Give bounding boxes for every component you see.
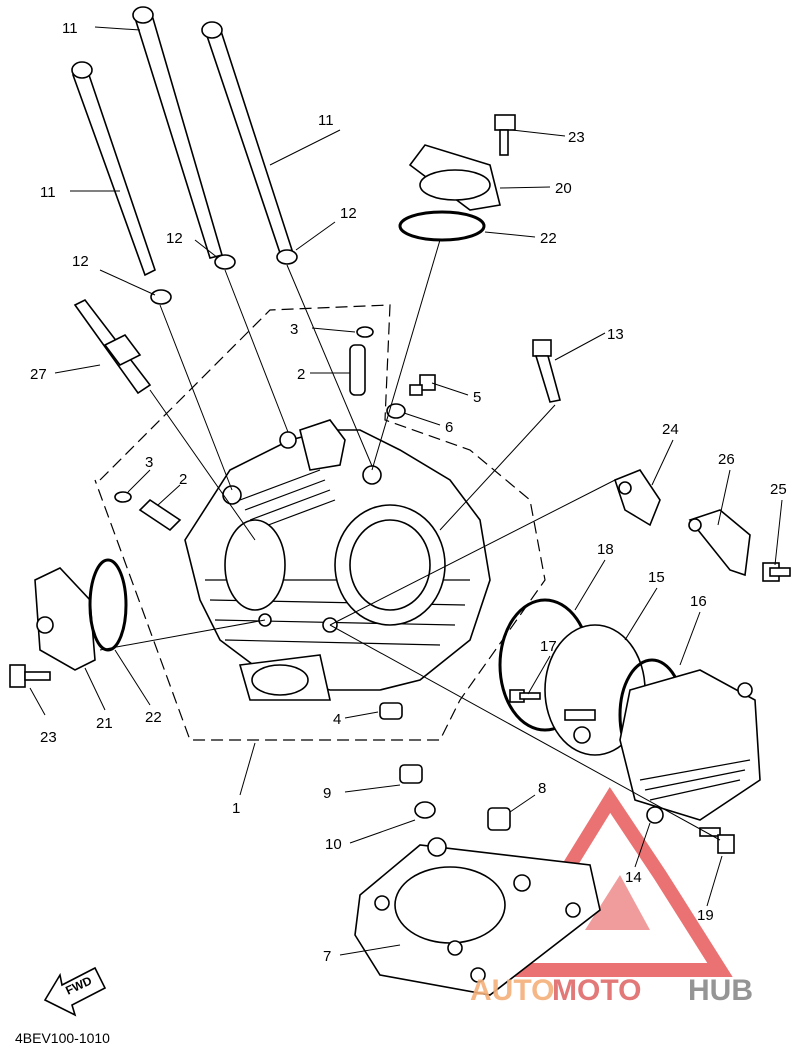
o-ring — [398, 210, 486, 242]
callout-6: 6 — [445, 419, 453, 436]
side-cover — [34, 567, 96, 671]
washer — [646, 806, 664, 824]
washer — [214, 254, 236, 270]
callout-22: 22 — [540, 230, 557, 247]
valve-guide — [349, 344, 366, 396]
cylinder-head-assembly-boundary — [94, 304, 546, 741]
callout-24: 24 — [662, 421, 679, 438]
spark-plug — [73, 298, 152, 395]
washer — [150, 289, 172, 305]
o-ring — [88, 558, 128, 652]
circlip — [114, 491, 132, 503]
callout-12: 12 — [340, 205, 357, 222]
callout-11: 11 — [62, 20, 78, 37]
bracket — [688, 509, 751, 577]
callout-1: 1 — [232, 800, 240, 817]
cylinder-head-bolt — [132, 6, 224, 259]
cylinder-head-bolt — [201, 21, 294, 254]
hex-bolt — [494, 114, 516, 156]
callout-2: 2 — [179, 471, 187, 488]
callout-11: 11 — [40, 184, 56, 201]
watermark-auto: AUTO — [470, 974, 554, 1007]
callout-4: 4 — [333, 711, 341, 728]
callout-3: 3 — [290, 321, 298, 338]
cylinder-head-gasket — [354, 837, 601, 996]
callout-8: 8 — [538, 780, 546, 797]
leader-lines — [29, 26, 783, 956]
hex-bolt — [762, 562, 791, 582]
callout-7: 7 — [323, 948, 331, 965]
hex-bolt — [699, 827, 735, 854]
cylinder-head-bolt — [71, 61, 156, 277]
callout-13: 13 — [607, 326, 624, 343]
callout-26: 26 — [718, 451, 735, 468]
callout-12: 12 — [72, 253, 89, 270]
callout-27: 27 — [30, 366, 47, 383]
callout-15: 15 — [648, 569, 665, 586]
callout-5: 5 — [473, 389, 481, 406]
projection-lines — [99, 239, 721, 841]
hex-bolt — [532, 339, 561, 403]
callout-3: 3 — [145, 454, 153, 471]
tappet-cover — [408, 144, 501, 211]
screw — [409, 374, 436, 396]
watermark: AUTO MOTO HUB — [470, 974, 753, 1007]
forward-arrow-icon: FWD — [43, 966, 107, 1017]
callout-20: 20 — [555, 180, 572, 197]
callout-2: 2 — [297, 366, 305, 383]
watermark-moto: MOTO — [552, 974, 641, 1007]
callout-11: 11 — [318, 112, 334, 129]
seal-ring — [414, 801, 436, 819]
callout-23: 23 — [40, 729, 57, 746]
callout-16: 16 — [690, 593, 707, 610]
valve-guide — [138, 498, 182, 532]
callout-10: 10 — [325, 836, 342, 853]
callout-14: 14 — [625, 869, 642, 886]
bracket — [614, 469, 661, 527]
callout-17: 17 — [540, 638, 557, 655]
head-side-cover — [619, 669, 761, 821]
callout-9: 9 — [323, 785, 331, 802]
callout-12: 12 — [166, 230, 183, 247]
circlip — [356, 326, 374, 338]
callout-23: 23 — [568, 129, 585, 146]
hex-bolt — [9, 664, 51, 688]
callout-18: 18 — [597, 541, 614, 558]
washer — [386, 403, 406, 419]
drawing-code: 4BEV100-1010 — [15, 1030, 110, 1046]
watermark-logo-triangle — [492, 787, 733, 977]
dowel-pin — [487, 807, 511, 831]
dowel-pin — [399, 764, 423, 784]
callout-25: 25 — [770, 481, 787, 498]
screw — [509, 689, 541, 703]
callout-22: 22 — [145, 709, 162, 726]
callout-21: 21 — [96, 715, 113, 732]
washer — [276, 249, 298, 265]
watermark-hub: HUB — [688, 974, 753, 1007]
dowel-pin — [379, 702, 403, 720]
cylinder-head — [184, 419, 491, 701]
callout-19: 19 — [697, 907, 714, 924]
